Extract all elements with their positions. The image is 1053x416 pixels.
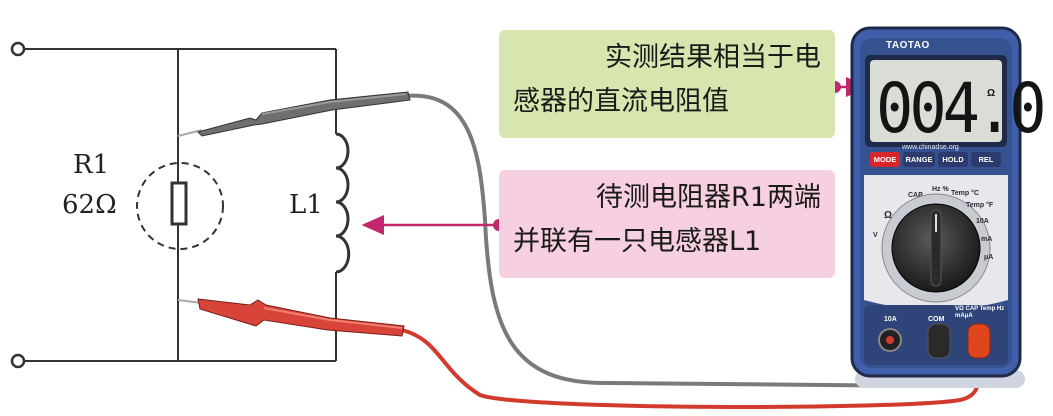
range-button[interactable]: RANGE <box>903 152 935 167</box>
terminal-top <box>10 41 26 57</box>
dial-label-v: V <box>873 232 878 239</box>
jack-com-plug <box>927 323 951 359</box>
callout-measured-line1: 实测结果相当于电 <box>605 42 821 73</box>
multimeter-brand: TAOTAO <box>886 40 930 51</box>
r1-label: R1 <box>73 150 110 180</box>
black-probe <box>177 91 411 137</box>
dial-label-10a: 10A <box>976 218 989 225</box>
callout-measured-line2: 感器的直流电阻值 <box>513 86 729 117</box>
r1-value-label: 62Ω <box>62 190 117 220</box>
l1-label: L1 <box>289 190 323 220</box>
jack-v-plug <box>967 323 991 359</box>
callout-parallel-inductor: 待测电阻器R1两端 并联有一只电感器L1 <box>499 170 835 278</box>
jack-label-com: COM <box>928 316 945 323</box>
multimeter-lcd <box>870 60 1002 142</box>
dial-label-ua: μA <box>984 254 994 261</box>
dial-label-cap: CAP <box>908 192 923 199</box>
jack-label-10a: 10A <box>884 316 897 323</box>
hold-button[interactable]: HOLD <box>938 152 968 167</box>
callout-measured-result: 实测结果相当于电 感器的直流电阻值 <box>499 30 835 138</box>
rel-button[interactable]: REL <box>971 152 1001 167</box>
dial-label-ma: mA <box>981 236 993 243</box>
dial-label-temp-f: Temp °F <box>966 202 994 209</box>
callout-parallel-line1: 待测电阻器R1两端 <box>596 182 821 213</box>
dial-label-hz: Hz % <box>932 186 949 193</box>
mode-button[interactable]: MODE <box>870 152 900 167</box>
multimeter-unit: Ω <box>987 88 996 99</box>
rotary-knob-pointer <box>930 209 942 287</box>
dial-label-ohm: Ω <box>884 210 893 221</box>
inductor-l1 <box>335 132 351 274</box>
r1-dashed-circle <box>136 162 224 250</box>
circuit <box>10 41 337 369</box>
r1-body <box>170 181 188 226</box>
red-probe <box>177 298 405 337</box>
multimeter-reading: 004.0 <box>876 68 1047 149</box>
resistor-r1 <box>136 162 224 250</box>
callout-parallel-line2: 并联有一只电感器L1 <box>513 226 762 257</box>
multimeter-website: www.chinadse.org <box>902 144 959 151</box>
jack-label-v: VΩ CAP Temp Hz mAμA <box>955 306 1005 319</box>
red-probe-wire <box>401 328 982 409</box>
terminal-bottom <box>10 353 26 369</box>
dial-label-temp-c: Temp °C <box>951 190 979 197</box>
